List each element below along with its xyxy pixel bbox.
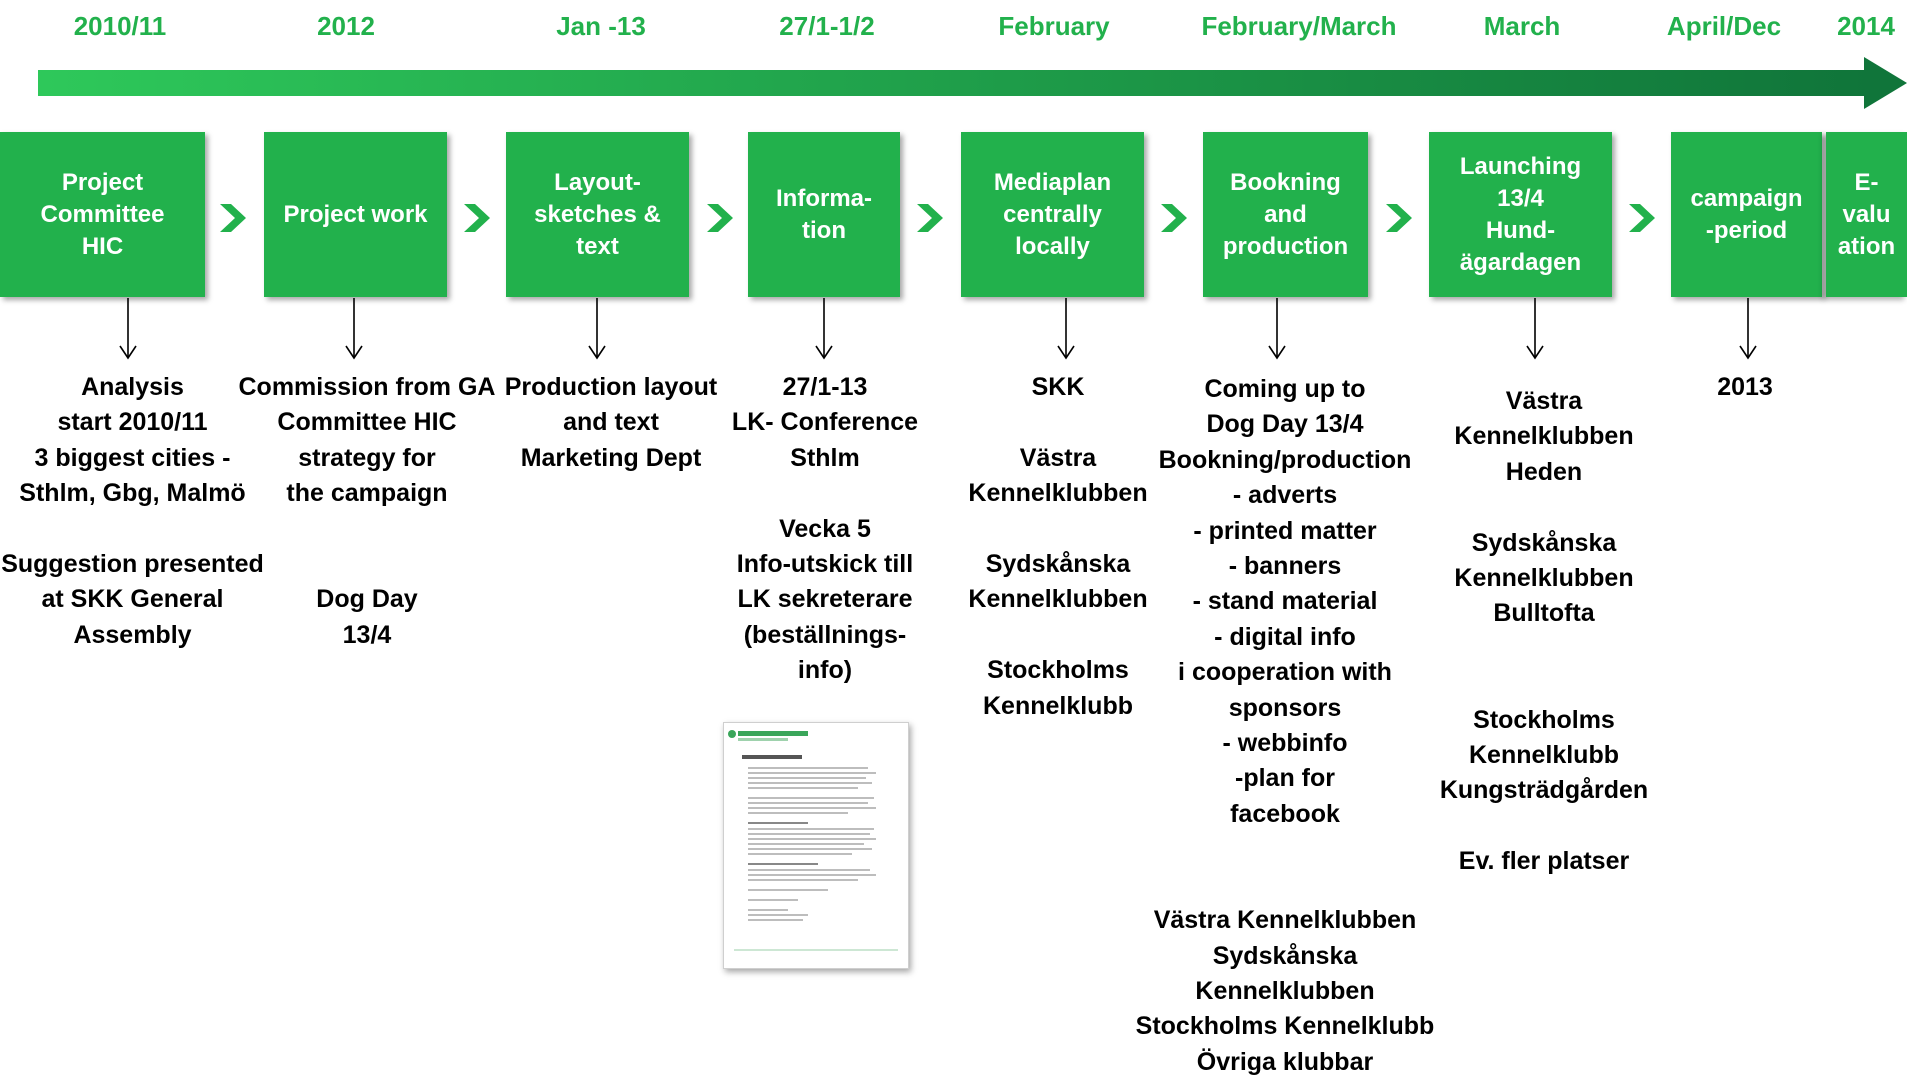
step-box-8: campaign -period — [1671, 132, 1822, 297]
chevron-right-icon — [917, 204, 943, 232]
date-label-2: 2012 — [317, 11, 375, 41]
step-box-5: Mediaplan centrally locally — [961, 132, 1144, 297]
arrow-down-icon — [815, 298, 833, 360]
date-label-1: 2010/11 — [73, 11, 167, 41]
step-label-7: Launching 13/4 Hund- ägardagen — [1459, 152, 1582, 276]
timeline-arrow — [38, 57, 1907, 109]
chevron-right-icon — [1161, 204, 1187, 232]
arrow-down-icon — [1526, 298, 1544, 360]
step-box-4: Informa- tion — [748, 132, 900, 297]
timeline-arrow-tip — [1864, 57, 1907, 109]
date-label-4: 27/1-1/2 — [779, 11, 875, 41]
chevron-right-icon — [220, 204, 246, 232]
step-label-6: Bookning and production — [1222, 168, 1349, 260]
date-label-3: Jan -13 — [556, 11, 646, 41]
date-label-8: April/Dec — [1666, 11, 1782, 41]
chevron-right-icon — [1386, 204, 1412, 232]
date-label-9: 2014 — [1837, 11, 1895, 41]
detail-text-1: Analysis start 2010/11 3 biggest cities … — [1, 373, 264, 649]
step-label-8: campaign -period — [1690, 184, 1803, 244]
arrow-down-icon — [119, 298, 137, 360]
step-label-1: Project Committee HIC — [40, 168, 165, 260]
arrow-down-icon — [345, 298, 363, 360]
step-label-3: Layout- sketches & text — [534, 168, 661, 260]
detail-text-7: Västra Kennelklubben Heden Sydskånska Ke… — [1439, 387, 1649, 876]
date-label-7: March — [1483, 11, 1561, 41]
detail-text-6: Coming up to Dog Day 13/4 Bookning/produ… — [1135, 375, 1435, 1076]
step-label-5: Mediaplan centrally locally — [993, 168, 1112, 260]
chevron-right-icon — [464, 204, 490, 232]
step-box-3: Layout- sketches & text — [506, 132, 689, 297]
detail-text-4: 27/1-13 LK- Conference Sthlm Vecka 5 Inf… — [731, 373, 919, 685]
step-label-9: E- valu ation — [1837, 168, 1896, 260]
arrow-down-icon — [588, 298, 606, 360]
step-box-9: E- valu ation — [1826, 132, 1907, 297]
step-box-7: Launching 13/4 Hund- ägardagen — [1429, 132, 1612, 297]
detail-text-3: Production layout and text Marketing Dep… — [504, 373, 718, 472]
date-label-6: February/March — [1201, 11, 1397, 41]
detail-text-2: Commission from GA Committee HIC strateg… — [238, 373, 496, 649]
step-label-2: Project work — [283, 200, 428, 228]
detail-text-5: SKK Västra Kennelklubben Sydskånska Kenn… — [968, 373, 1148, 720]
step-box-6: Bookning and production — [1203, 132, 1368, 297]
step-box-2: Project work — [264, 132, 447, 297]
step-label-4: Informa- tion — [776, 184, 872, 244]
arrow-down-icon — [1057, 298, 1075, 360]
step-box-1: Project Committee HIC — [0, 132, 205, 297]
detail-text-8: 2013 — [1717, 373, 1773, 401]
document-thumbnail — [723, 722, 909, 969]
arrow-down-icon — [1739, 298, 1757, 360]
date-label-5: February — [998, 11, 1110, 41]
chevron-right-icon — [707, 204, 733, 232]
chevron-right-icon — [1629, 204, 1655, 232]
arrow-down-icon — [1268, 298, 1286, 360]
